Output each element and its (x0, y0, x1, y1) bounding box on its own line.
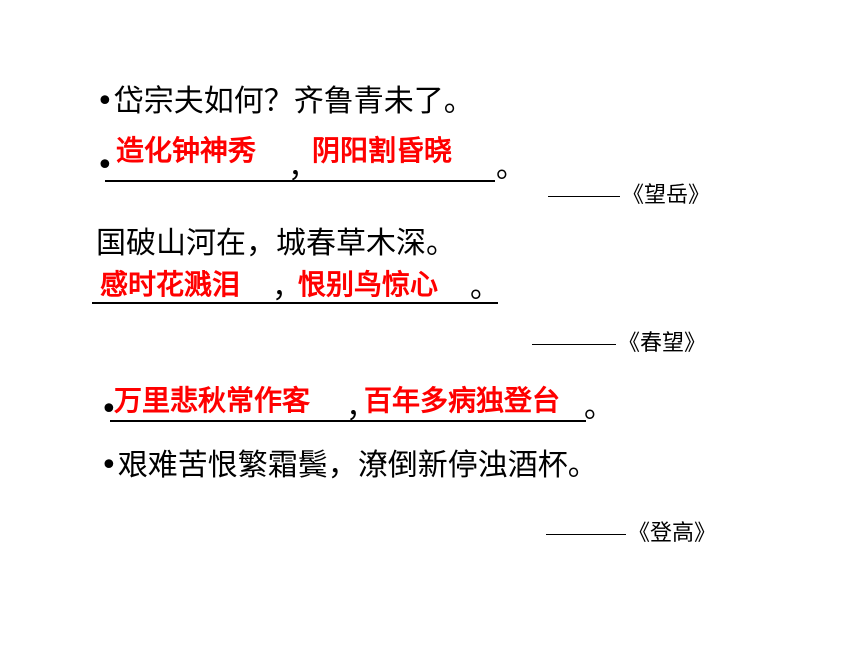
source-dash (532, 343, 616, 345)
poem1-source: 《望岳》 (548, 182, 710, 210)
poem3-period: 。 (584, 390, 614, 425)
poem1-line1: •岱宗夫如何？齐鲁青未了。 (96, 84, 474, 119)
poem2-comma: ， (272, 270, 302, 305)
poem2-source: 《春望》 (532, 330, 706, 358)
poem1-period: 。 (496, 150, 526, 185)
poem1-answer2: 阴阳割昏晓 (312, 134, 453, 167)
poem1-comma: ， (288, 150, 318, 185)
poem3-bullet: • (100, 392, 118, 427)
poem3-answer2: 百年多病独登台 (364, 384, 561, 417)
poem3-comma: ， (346, 390, 376, 425)
poem2-line1: 国破山河在，城春草木深。 (96, 226, 456, 261)
poem1-answer-blank (105, 180, 495, 182)
poem3-answer-blank (110, 420, 586, 422)
poem3-line2: •艰难苦恨繁霜鬓，潦倒新停浊酒杯。 (100, 448, 598, 483)
source-dash (548, 195, 620, 197)
poem3-source: 《登高》 (546, 520, 716, 548)
poem3-answer1: 万里悲秋常作客 (114, 384, 311, 417)
poem2-period: 。 (470, 270, 500, 305)
poem1-answer1: 造化钟神秀 (116, 134, 257, 167)
poem1-source-title: 《望岳》 (622, 183, 711, 208)
poem2-answer-blank (92, 302, 498, 304)
poem2-answer1: 感时花溅泪 (100, 268, 241, 301)
poem3-source-title: 《登高》 (628, 521, 717, 546)
poem2-source-title: 《春望》 (618, 331, 707, 356)
poem1-bullet: • (96, 148, 114, 183)
source-dash (546, 533, 626, 535)
poem2-answer2: 恨别鸟惊心 (298, 268, 439, 301)
